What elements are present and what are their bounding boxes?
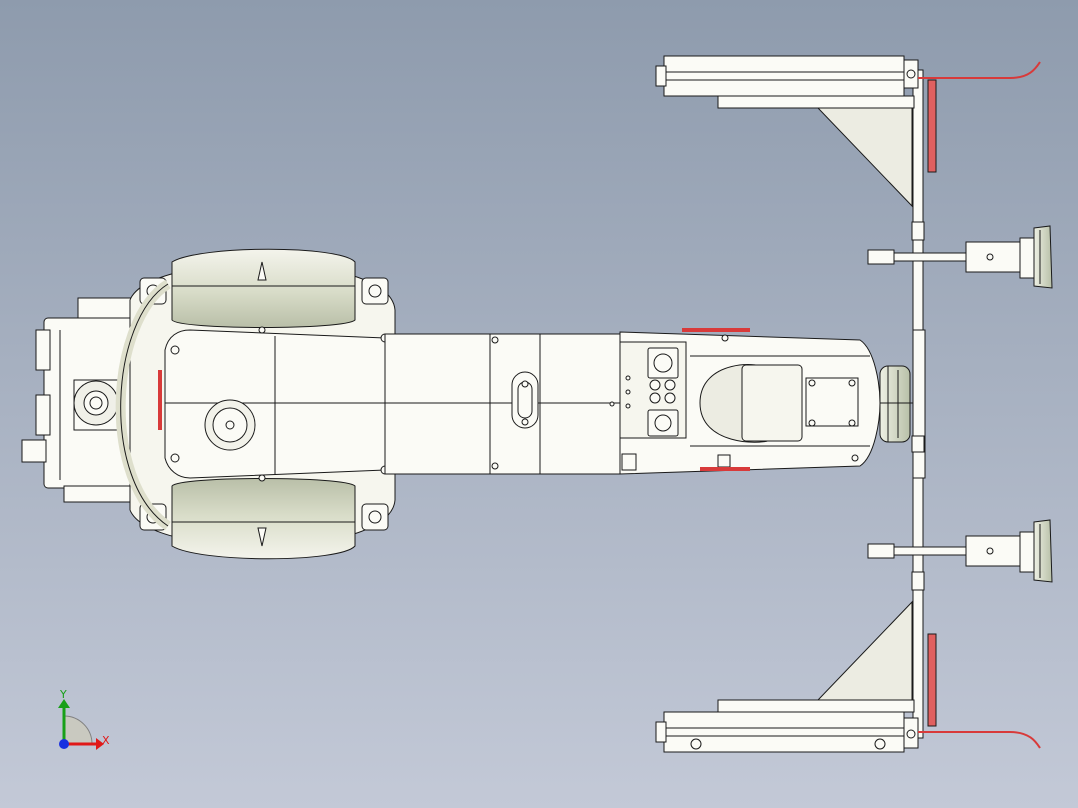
upper-arm [384,333,621,475]
y-arrow-head [58,699,70,708]
lower-arm [164,326,390,482]
air-hoses [918,61,1041,749]
z-axis-dot [59,739,69,749]
upper-motor [171,248,356,328]
vacuum-cup-lower [867,519,1053,583]
x-arrow-head [96,738,104,750]
y-axis-label: Y [60,688,67,701]
gripper-frame [655,55,926,753]
x-axis-label: X [102,734,110,747]
tool-flange [879,365,915,443]
robot-assembly [21,55,1053,753]
forearm [619,331,881,475]
vacuum-cup-upper [867,225,1053,289]
lower-motor [171,478,356,560]
coordinate-triad [58,699,104,750]
